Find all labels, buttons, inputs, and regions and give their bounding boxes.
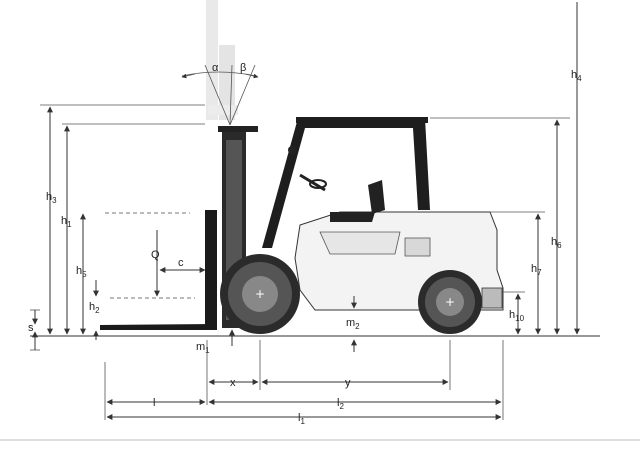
h3-label: h3	[46, 191, 57, 205]
h7-dimension: h7	[531, 213, 542, 335]
l-label: l	[153, 397, 155, 409]
side-panel	[404, 237, 431, 257]
y-label: y	[345, 377, 351, 389]
x-label: x	[230, 377, 236, 389]
h6-dimension: h6	[551, 119, 562, 335]
h4-label: h4	[571, 69, 582, 83]
h10-dimension: h10	[509, 293, 525, 335]
h10-label: h10	[509, 309, 525, 323]
steering-wheel	[309, 179, 327, 189]
c-label: c	[178, 257, 184, 269]
m2-dimension: m2	[346, 296, 360, 352]
y-dimension: y	[261, 377, 449, 389]
h7-label: h7	[531, 263, 542, 277]
rear-bumper	[481, 287, 503, 309]
h5-dimension: h5	[76, 213, 87, 335]
forklift: + +	[100, 117, 504, 334]
m1-label: m1	[196, 341, 210, 355]
l1-dimension: l1	[106, 412, 502, 426]
raised-mast-ghost	[206, 0, 238, 120]
overhead-guard	[262, 118, 430, 248]
svg-text:+: +	[445, 295, 455, 309]
m2-label: m2	[346, 317, 360, 331]
s-label: s	[28, 322, 34, 334]
fork-carriage	[205, 210, 217, 330]
h2-dimension: h2	[89, 280, 100, 340]
front-wheel: +	[220, 254, 300, 334]
tilt-angle-marker: α β	[181, 62, 259, 126]
q-dimension: Q	[151, 230, 160, 297]
m1-dimension: m1	[196, 329, 235, 355]
l1-label: l1	[298, 412, 305, 426]
l2-label: l2	[337, 397, 344, 411]
h3-dimension: h3	[46, 106, 57, 335]
engine-hood	[319, 231, 401, 255]
h6-label: h6	[551, 236, 562, 250]
alpha-label: α	[212, 62, 219, 74]
fork	[100, 324, 217, 330]
c-dimension: c	[159, 257, 206, 273]
svg-text:+: +	[255, 287, 265, 301]
x-dimension: x	[208, 377, 259, 389]
h4-dimension: h4	[571, 2, 582, 335]
h5-label: h5	[76, 265, 87, 279]
s-dimension: s	[28, 309, 40, 351]
beta-label: β	[240, 62, 246, 74]
l-dimension: l	[106, 397, 206, 409]
h2-label: h2	[89, 301, 100, 315]
rear-wheel: +	[418, 270, 482, 334]
h1-label: h1	[61, 215, 72, 229]
seat	[330, 180, 385, 222]
h1-dimension: h1	[61, 125, 72, 335]
l2-dimension: l2	[208, 397, 502, 411]
q-label: Q	[151, 249, 160, 261]
